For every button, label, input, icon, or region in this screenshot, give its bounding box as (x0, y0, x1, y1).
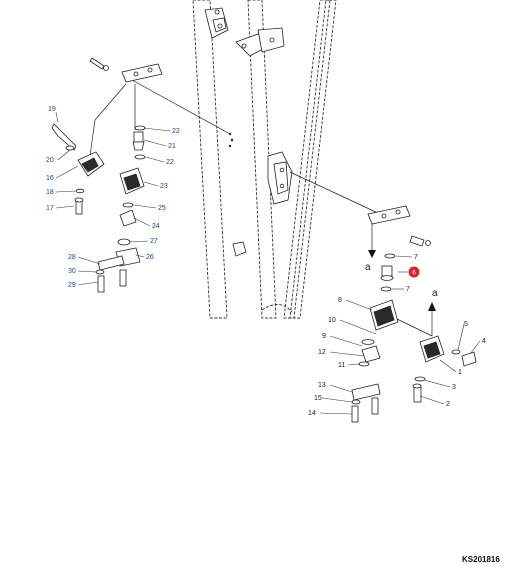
right-valve-assembly (351, 205, 477, 423)
highlight-marker[interactable] (408, 266, 420, 278)
callout-29: 29 (68, 282, 76, 289)
reference-letter-a-right: a (432, 288, 438, 299)
callout-14: 14 (308, 410, 316, 417)
figure-code: KS201816 (462, 555, 500, 564)
callout-2: 2 (446, 401, 450, 408)
leader-lines (55, 111, 481, 415)
callout-22-bottom: 22 (166, 159, 174, 166)
callout-6[interactable]: 6 (412, 270, 416, 277)
callout-labels: 19 20 16 18 17 22 21 22 23 25 24 27 26 2… (46, 106, 486, 417)
callout-26: 26 (146, 254, 154, 261)
callout-12: 12 (318, 349, 326, 356)
mid-mast-bracket (228, 132, 293, 257)
callout-13: 13 (318, 382, 326, 389)
mast-frame (192, 0, 337, 319)
callout-19: 19 (48, 106, 56, 113)
callout-15: 15 (314, 395, 322, 402)
callout-17: 17 (46, 205, 54, 212)
reference-lines (89, 79, 433, 337)
callout-11: 11 (338, 362, 345, 369)
callout-10: 10 (328, 317, 336, 324)
callout-8: 8 (338, 297, 342, 304)
callout-28: 28 (68, 254, 76, 261)
callout-5: 5 (464, 321, 468, 328)
left-valve-assembly (51, 57, 163, 293)
callout-7-lower: 7 (406, 286, 410, 293)
callout-16: 16 (46, 175, 54, 182)
callout-9: 9 (322, 333, 326, 340)
callout-18: 18 (46, 189, 54, 196)
callout-21: 21 (168, 143, 176, 150)
callout-1: 1 (458, 369, 462, 376)
callout-30: 30 (68, 268, 76, 275)
callout-20: 20 (46, 157, 54, 164)
highlighted-callout-6[interactable]: 6 (398, 266, 420, 278)
reference-letter-a-left: a (365, 262, 371, 273)
callout-4: 4 (482, 338, 486, 345)
callout-23: 23 (160, 183, 168, 190)
callout-3: 3 (452, 384, 456, 391)
callout-25: 25 (158, 205, 166, 212)
callout-7-upper: 7 (414, 254, 418, 261)
callout-27: 27 (150, 238, 158, 245)
upper-mast-brackets (204, 7, 285, 57)
callout-24: 24 (152, 223, 160, 230)
callout-22-top: 22 (172, 128, 180, 135)
